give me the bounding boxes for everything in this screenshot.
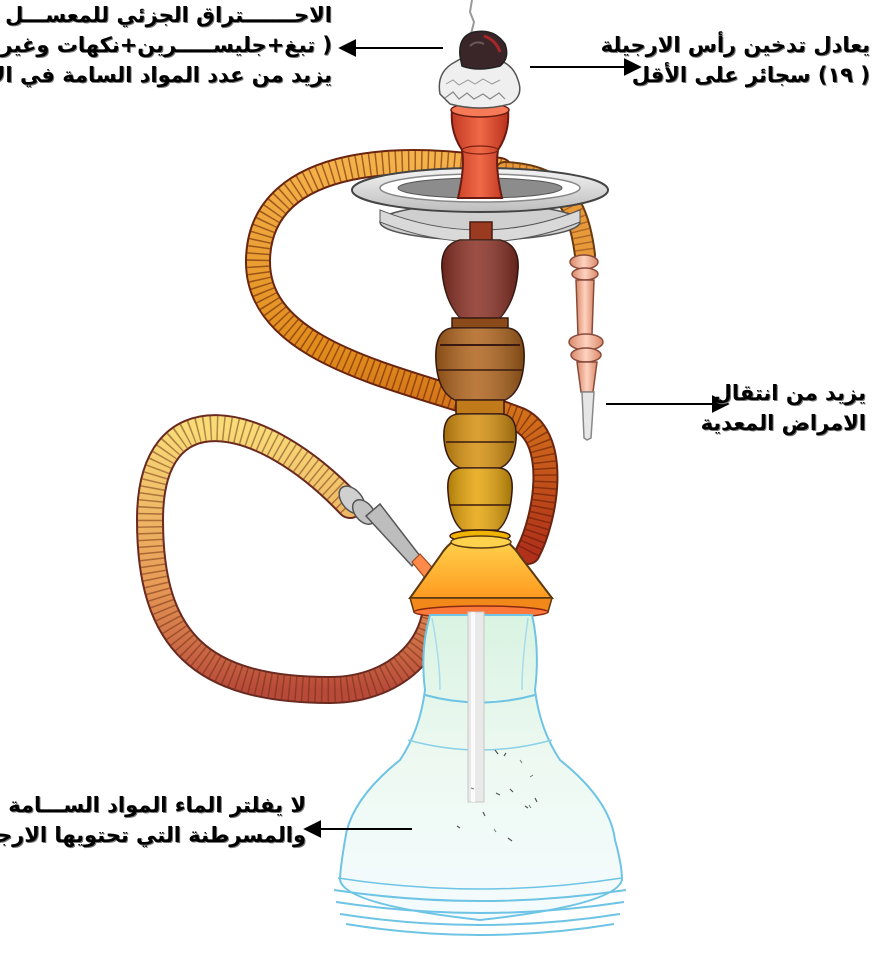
stem (436, 222, 524, 542)
top-wire (470, 0, 474, 34)
label-line: والمسرطنة التي تحتويها الارجيلة (0, 820, 306, 850)
label-line: لا يفلتر الماء المواد الســـامة (0, 790, 306, 820)
label-line: يزيد من عدد المواد السامة في الارجيلة (0, 60, 332, 90)
label-infectious-diseases: يزيد من انتقال الامراض المعدية (701, 378, 866, 438)
hose-connector (334, 481, 440, 584)
label-partial-combustion: الاحـــــــتراق الجزئي للمعســـل ( تبغ+ج… (0, 0, 332, 90)
mouthpiece (569, 255, 603, 440)
glass-vase (334, 612, 626, 935)
label-line: الامراض المعدية (701, 408, 866, 438)
label-line: ( تبغ+جليســـــرين+نكهات وغيرها) (0, 30, 332, 60)
label-water-no-filter: لا يفلتر الماء المواد الســـامة والمسرطن… (0, 790, 306, 850)
label-line: يعادل تدخين رأس الارجيلة (601, 30, 870, 60)
label-line: يزيد من انتقال (701, 378, 866, 408)
coal (460, 31, 507, 69)
label-line: ( ١٩) سجائر على الأقل (601, 60, 870, 90)
short-hose (150, 428, 436, 690)
label-cigarette-equivalent: يعادل تدخين رأس الارجيلة ( ١٩) سجائر على… (601, 30, 870, 90)
label-line: الاحـــــــتراق الجزئي للمعســـل (0, 0, 332, 30)
